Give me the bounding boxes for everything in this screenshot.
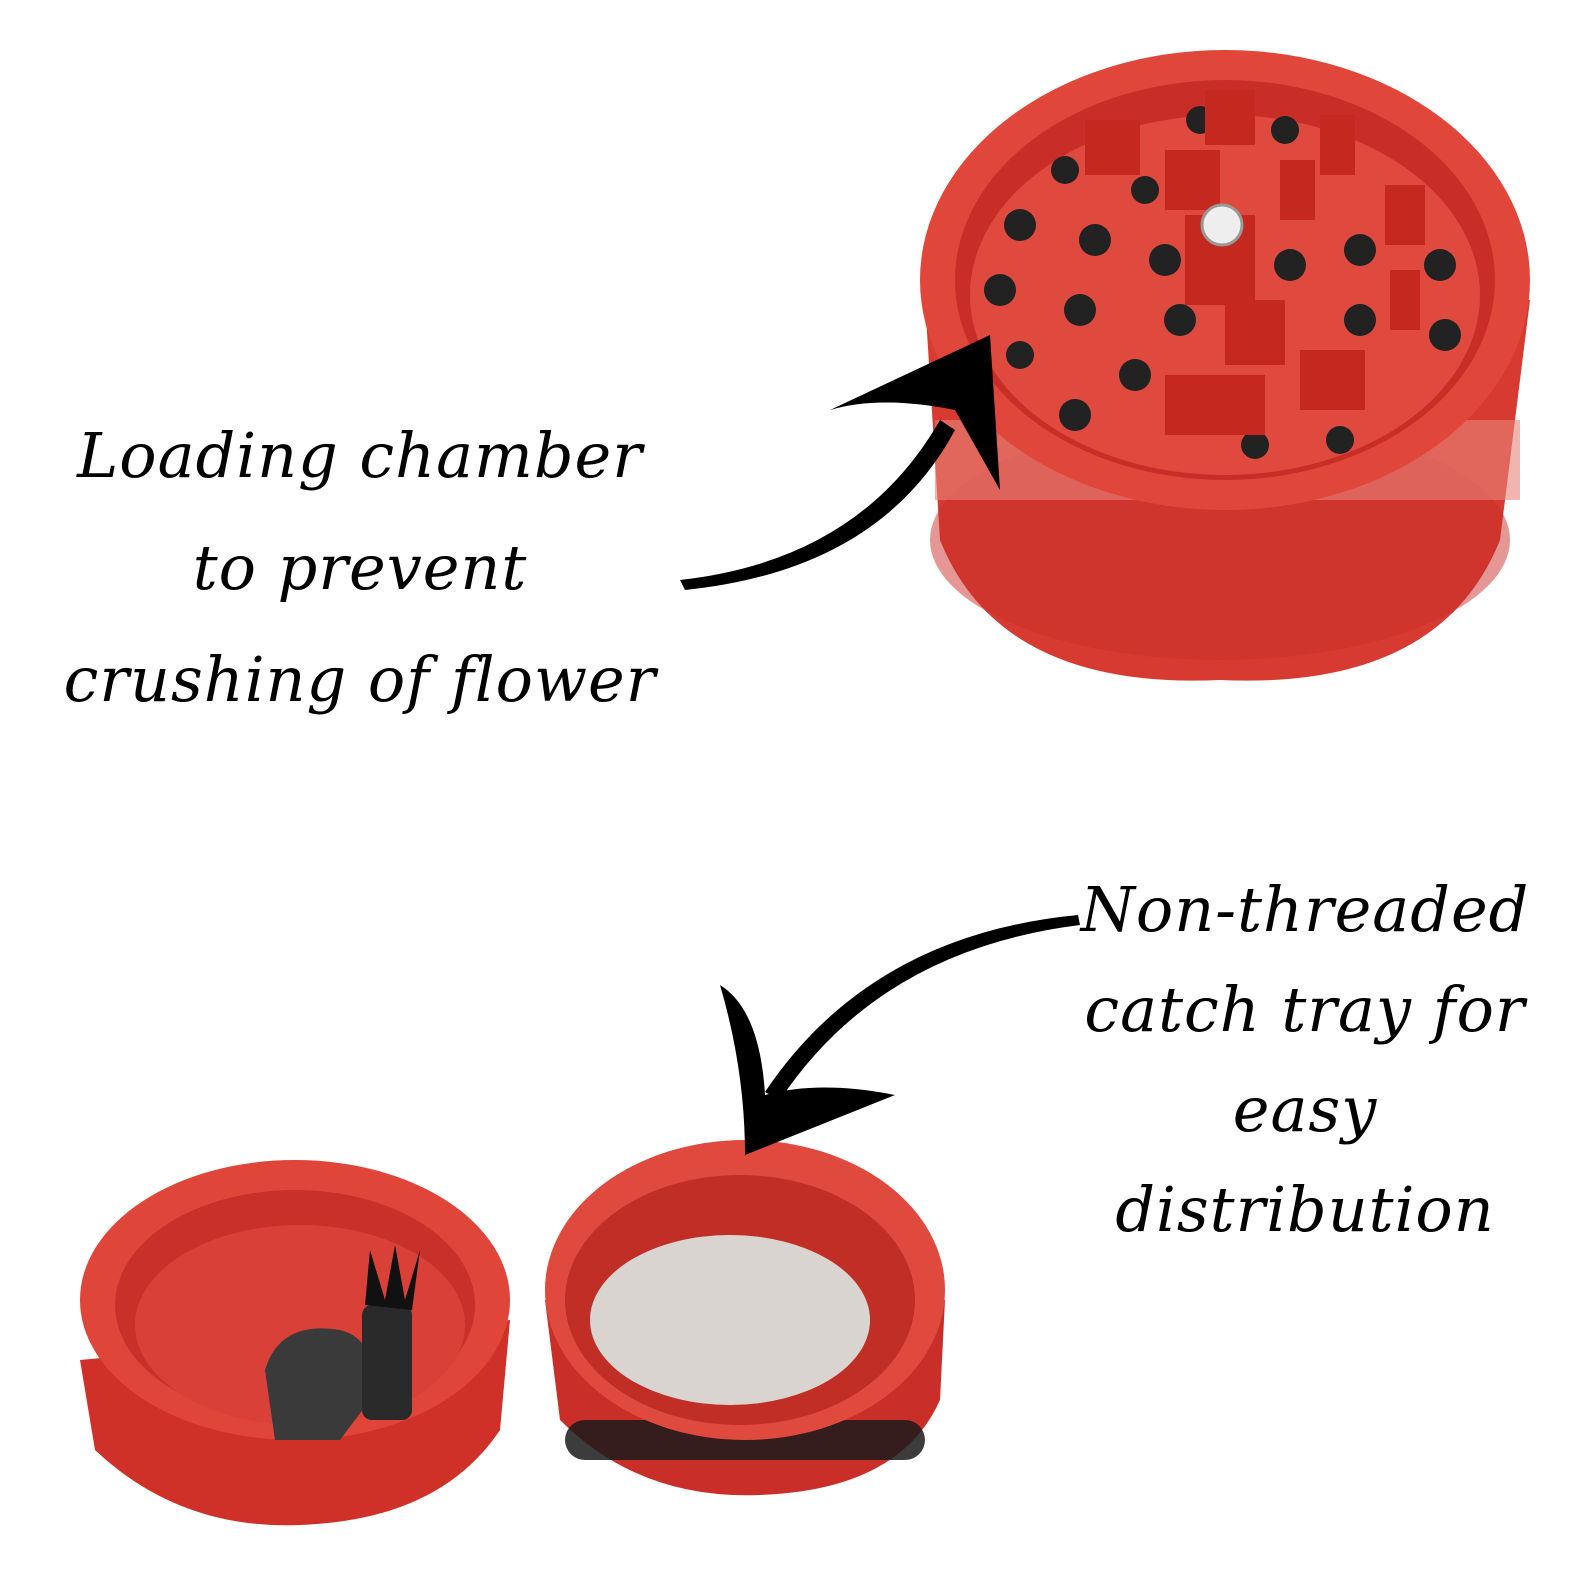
catch-tray <box>545 1140 945 1496</box>
caption-line: easy <box>1232 1073 1378 1146</box>
grinder-lid <box>80 1160 510 1526</box>
caption-line: crushing of flower <box>63 643 657 716</box>
arrow-loading-chamber <box>680 335 1000 590</box>
caption-line: Non-threaded <box>1080 873 1530 946</box>
caption-line: catch tray for <box>1084 973 1526 1046</box>
mesh-screen <box>590 1235 870 1405</box>
caption-line: to prevent <box>192 531 528 604</box>
caption-line: distribution <box>1115 1173 1495 1246</box>
magnet <box>1200 203 1244 247</box>
grinder-assembled <box>920 50 1530 681</box>
scraper <box>265 1328 372 1440</box>
loading-chamber-caption: Loading chamber to prevent crushing of f… <box>30 400 690 736</box>
caption-line: Loading chamber <box>77 419 643 492</box>
arrow-catch-tray <box>720 915 1080 1155</box>
catch-tray-caption: Non-threaded catch tray for easy distrib… <box>1070 860 1540 1260</box>
grinder-holes <box>984 106 1461 459</box>
brush <box>362 1305 412 1420</box>
